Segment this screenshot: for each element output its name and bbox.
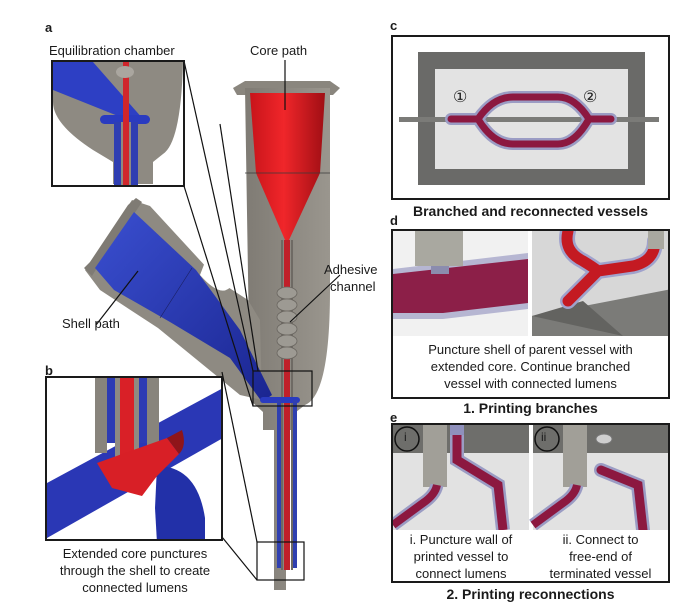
label-shell-path: Shell path — [62, 316, 120, 331]
subpanel-i-marker: i — [404, 430, 407, 444]
subpanel-ii-caption-line: ii. Connect to — [562, 532, 639, 547]
callout-lines — [95, 60, 341, 581]
panel-e-letter: e — [390, 410, 398, 425]
panel-c-title: Branched and reconnected vessels — [413, 203, 648, 219]
label-equilibration-chamber: Equilibration chamber — [49, 43, 175, 58]
panel-b-letter: b — [45, 363, 53, 378]
panel-d-caption: Puncture shell of parent vessel with ext… — [393, 341, 668, 392]
subpanel-i-caption-line: connect lumens — [415, 566, 507, 581]
panel-d-caption-line: extended core. Continue branched — [430, 359, 631, 374]
inset-equilibration-chamber — [51, 60, 185, 187]
panel-e-frame: i ii i. Puncture wall of printed vessel … — [391, 423, 670, 583]
label-core-path: Core path — [250, 43, 308, 58]
panel-a-letter: a — [45, 20, 53, 35]
panel-e-title: 2. Printing reconnections — [446, 586, 615, 602]
subpanel-ii-caption-line: terminated vessel — [549, 566, 652, 581]
panel-b-caption-line: through the shell to create — [59, 563, 211, 578]
core-path-funnel — [245, 93, 330, 570]
inset-tip-puncture — [45, 376, 223, 541]
panel-d-caption-line: Puncture shell of parent vessel with — [428, 342, 633, 357]
subpanel-ii-marker: ii — [541, 430, 547, 444]
shell-path-funnel — [95, 212, 300, 568]
panel-b-caption-line: Extended core punctures — [62, 546, 208, 561]
subpanel-i-caption-line: printed vessel to — [413, 549, 509, 564]
panel-b-caption: Extended core punctures through the shel… — [30, 545, 240, 596]
subpanel-ii-caption-line: free-end of — [569, 549, 632, 564]
panel-d-frame: Puncture shell of parent vessel with ext… — [391, 229, 670, 399]
zoom-box-tip — [256, 541, 305, 581]
branched-vessel-loop — [445, 91, 617, 150]
zoom-box-equilibration — [252, 370, 313, 407]
subpanel-i-caption: i. Puncture wall of printed vessel to co… — [393, 531, 529, 581]
subpanel-ii-caption: ii. Connect to free-end of terminated ve… — [531, 531, 668, 581]
label-adhesive-line1: Adhesive — [324, 262, 378, 277]
branch-marker-1: ① — [453, 89, 468, 106]
panel-c-letter: c — [390, 18, 398, 33]
label-adhesive-line2: channel — [330, 279, 376, 294]
panel-b-caption-line: connected lumens — [82, 580, 188, 595]
panel-d-title: 1. Printing branches — [463, 400, 598, 416]
branch-marker-2: ② — [583, 89, 598, 106]
panel-c-frame: ① ② — [391, 35, 670, 200]
subpanel-i-caption-line: i. Puncture wall of — [409, 532, 513, 547]
panel-d-letter: d — [390, 213, 398, 228]
panel-d-caption-line: vessel with connected lumens — [444, 376, 617, 391]
